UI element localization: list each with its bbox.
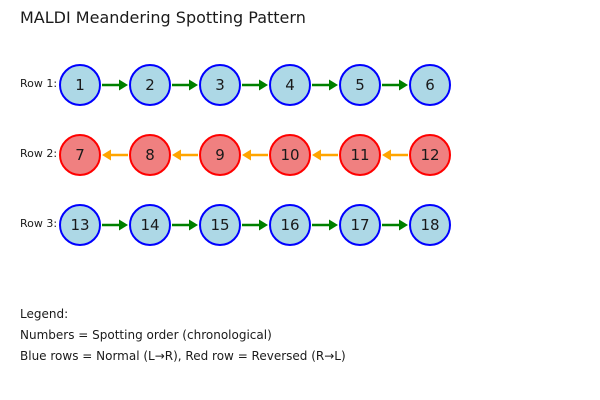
spot-circle: 12 xyxy=(409,134,451,176)
spot-circle: 4 xyxy=(269,64,311,106)
spot-number: 14 xyxy=(140,216,160,234)
spot-circle: 11 xyxy=(339,134,381,176)
spot-number: 9 xyxy=(215,146,225,164)
row-1-label: Row 1: xyxy=(20,77,58,90)
spot-row-3: Row 3: 13 14 15 16 17 18 xyxy=(0,204,600,246)
spot-circle: 13 xyxy=(59,204,101,246)
spot-circle: 9 xyxy=(199,134,241,176)
figure-title: MALDI Meandering Spotting Pattern xyxy=(20,8,306,27)
arrow-right-icon xyxy=(382,77,408,93)
spot-number: 17 xyxy=(350,216,370,234)
spot-number: 18 xyxy=(420,216,440,234)
arrow-right-icon xyxy=(172,217,198,233)
arrow-left-icon xyxy=(172,147,198,163)
spot-number: 7 xyxy=(75,146,85,164)
spot-circle: 7 xyxy=(59,134,101,176)
arrow-left-icon xyxy=(312,147,338,163)
spot-number: 12 xyxy=(420,146,440,164)
spot-number: 6 xyxy=(425,76,435,94)
arrow-right-icon xyxy=(102,77,128,93)
legend-line-rows: Blue rows = Normal (L→R), Red row = Reve… xyxy=(20,349,346,363)
arrow-right-icon xyxy=(102,217,128,233)
spot-circle: 10 xyxy=(269,134,311,176)
spot-row-1: Row 1: 1 2 3 4 5 6 xyxy=(0,64,600,106)
legend-line-numbers: Numbers = Spotting order (chronological) xyxy=(20,328,272,342)
spot-number: 4 xyxy=(285,76,295,94)
spot-number: 8 xyxy=(145,146,155,164)
arrow-right-icon xyxy=(312,217,338,233)
spot-circle: 1 xyxy=(59,64,101,106)
spot-circle: 3 xyxy=(199,64,241,106)
spot-circle: 15 xyxy=(199,204,241,246)
spot-number: 16 xyxy=(280,216,300,234)
arrow-left-icon xyxy=(242,147,268,163)
spot-number: 15 xyxy=(210,216,230,234)
spot-number: 11 xyxy=(350,146,370,164)
spot-circle: 5 xyxy=(339,64,381,106)
spot-row-2: Row 2: 7 8 9 10 11 12 xyxy=(0,134,600,176)
spot-number: 13 xyxy=(70,216,90,234)
arrow-right-icon xyxy=(242,77,268,93)
spot-circle: 17 xyxy=(339,204,381,246)
row-2-label: Row 2: xyxy=(20,147,58,160)
arrow-right-icon xyxy=(172,77,198,93)
spot-number: 2 xyxy=(145,76,155,94)
row-3-label: Row 3: xyxy=(20,217,58,230)
arrow-left-icon xyxy=(382,147,408,163)
arrow-right-icon xyxy=(242,217,268,233)
spot-circle: 2 xyxy=(129,64,171,106)
legend: Legend: Numbers = Spotting order (chrono… xyxy=(20,304,346,367)
spot-number: 10 xyxy=(280,146,300,164)
arrow-right-icon xyxy=(382,217,408,233)
arrow-left-icon xyxy=(102,147,128,163)
spot-number: 5 xyxy=(355,76,365,94)
spot-circle: 18 xyxy=(409,204,451,246)
legend-heading: Legend: xyxy=(20,307,69,321)
spot-number: 1 xyxy=(75,76,85,94)
arrow-right-icon xyxy=(312,77,338,93)
spot-circle: 8 xyxy=(129,134,171,176)
spot-number: 3 xyxy=(215,76,225,94)
spot-circle: 6 xyxy=(409,64,451,106)
spot-circle: 14 xyxy=(129,204,171,246)
spot-circle: 16 xyxy=(269,204,311,246)
